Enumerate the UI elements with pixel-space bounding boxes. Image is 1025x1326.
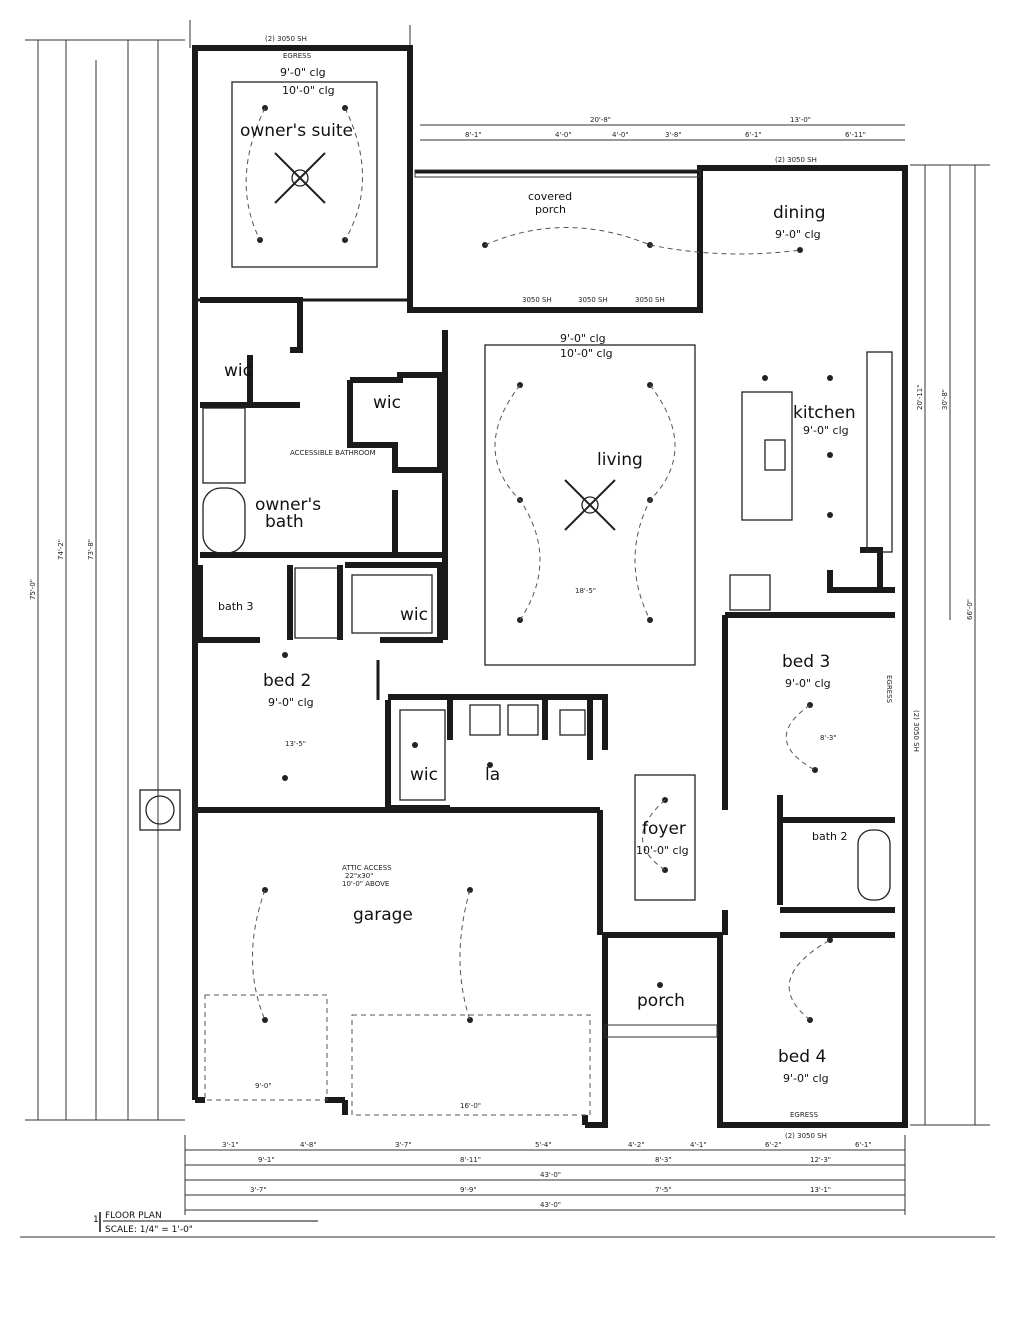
dim-left-total: 75'-0" bbox=[29, 579, 37, 600]
dim-bottom-r1-6: 4'-1" bbox=[690, 1141, 707, 1149]
dim-bottom-total: 43'-0" bbox=[540, 1171, 561, 1179]
dim-bottom-r2-2: 8'-11" bbox=[460, 1156, 481, 1164]
garage-attic-note-2: 22"x30" bbox=[345, 872, 373, 880]
room-labels: 9'-0" clg 10'-0" clg owner's suite cover… bbox=[218, 66, 856, 1085]
room-wic-2: wic bbox=[373, 393, 401, 413]
room-bed-2: bed 2 bbox=[263, 671, 311, 691]
dim-bottom-r1-5: 4'-2" bbox=[628, 1141, 645, 1149]
dim-bottom-r3-3: 7'-5" bbox=[655, 1186, 672, 1194]
egress-bed3: EGRESS bbox=[885, 675, 893, 704]
dim-left-inner: 74'-2" bbox=[57, 539, 65, 560]
dim-bottom-r1-2: 4'-8" bbox=[300, 1141, 317, 1149]
egress-bed4: EGRESS bbox=[790, 1111, 819, 1119]
dim-bed3-width: 8'-3" bbox=[820, 734, 837, 742]
dim-right-total: 66'-0" bbox=[966, 599, 974, 620]
room-owners-bath-1: owner's bbox=[255, 495, 321, 515]
window-porch-2: 3050 SH bbox=[578, 296, 608, 304]
window-porch-3: 3050 SH bbox=[635, 296, 665, 304]
dim-bottom-total2: 43'-0" bbox=[540, 1201, 561, 1209]
suite-clg-2: 10'-0" clg bbox=[282, 84, 335, 97]
dim-bottom-r1-1: 3'-1" bbox=[222, 1141, 239, 1149]
dim-bottom-r1-8: 6'-1" bbox=[855, 1141, 872, 1149]
window-bed3-side: (2) 3050 SH bbox=[912, 710, 920, 752]
dim-top-seg-5: 6'-1" bbox=[745, 131, 762, 139]
dim-living-width: 18'-5" bbox=[575, 587, 596, 595]
dim-right-upper: 30'-8" bbox=[941, 389, 949, 410]
dim-bottom-r2-4: 12'-3" bbox=[810, 1156, 831, 1164]
ceiling-fan-icon bbox=[274, 152, 326, 204]
dim-bottom-r2-3: 8'-3" bbox=[655, 1156, 672, 1164]
title-name: FLOOR PLAN bbox=[105, 1211, 162, 1221]
room-covered-porch-2: porch bbox=[535, 203, 566, 216]
interior-walls bbox=[195, 297, 895, 938]
title-scale: SCALE: 1/4" = 1'-0" bbox=[105, 1225, 193, 1235]
dim-top-seg-2: 4'-0" bbox=[555, 131, 572, 139]
title-number: 1 bbox=[93, 1215, 99, 1225]
window-labels: (2) 3050 SH EGRESS (2) 3050 SH 3050 SH 3… bbox=[265, 35, 920, 1140]
living-clg-1: 9'-0" clg bbox=[560, 332, 606, 345]
bed3-clg: 9'-0" clg bbox=[785, 677, 831, 690]
room-wic-1: wic bbox=[224, 361, 252, 381]
room-wic-3: wic bbox=[400, 605, 428, 625]
room-covered-porch-1: covered bbox=[528, 190, 572, 203]
garage-attic-note-1: ATTIC ACCESS bbox=[342, 864, 392, 872]
dim-bottom-r1-4: 5'-4" bbox=[535, 1141, 552, 1149]
dim-top-seg-3: 4'-0" bbox=[612, 131, 629, 139]
dim-garage-door-2: 16'-0" bbox=[460, 1102, 481, 1110]
room-bed-4: bed 4 bbox=[778, 1047, 826, 1067]
window-dining-top: (2) 3050 SH bbox=[775, 156, 817, 164]
dim-top-seg-1: 8'-1" bbox=[465, 131, 482, 139]
dim-bottom-r1-7: 6'-2" bbox=[765, 1141, 782, 1149]
dim-top-seg-6: 6'-11" bbox=[845, 131, 866, 139]
exterior-walls bbox=[192, 45, 908, 1128]
room-foyer: foyer bbox=[642, 819, 686, 839]
dim-top-total: 20'-8" bbox=[590, 116, 611, 124]
window-porch-1: 3050 SH bbox=[522, 296, 552, 304]
bed4-clg: 9'-0" clg bbox=[783, 1072, 829, 1085]
room-dining: dining bbox=[773, 203, 826, 223]
room-porch: porch bbox=[637, 991, 685, 1011]
room-living: living bbox=[597, 450, 643, 470]
window-suite-top: (2) 3050 SH bbox=[265, 35, 307, 43]
foyer-clg: 10'-0" clg bbox=[636, 844, 689, 857]
garage-attic-note-3: 10'-0" ABOVE bbox=[342, 880, 389, 888]
dim-bottom-r2-1: 9'-1" bbox=[258, 1156, 275, 1164]
dining-clg: 9'-0" clg bbox=[775, 228, 821, 241]
ceiling-fan-icon bbox=[564, 479, 616, 531]
dim-bottom-r3-4: 13'-1" bbox=[810, 1186, 831, 1194]
egress-suite: EGRESS bbox=[283, 52, 312, 60]
fixtures bbox=[139, 81, 893, 1116]
title-block: 1 FLOOR PLAN SCALE: 1/4" = 1'-0" bbox=[93, 1211, 318, 1235]
room-bed-3: bed 3 bbox=[782, 652, 830, 672]
kitchen-clg: 9'-0" clg bbox=[803, 424, 849, 437]
room-bath-3: bath 3 bbox=[218, 600, 254, 613]
bath-accessible-note: ACCESSIBLE BATHROOM bbox=[290, 449, 376, 457]
bed2-clg: 9'-0" clg bbox=[268, 696, 314, 709]
dim-right-upper2: 20'-11" bbox=[916, 385, 924, 410]
room-garage: garage bbox=[353, 905, 413, 925]
dim-top-right: 13'-0" bbox=[790, 116, 811, 124]
dim-bottom-r3-2: 9'-9" bbox=[460, 1186, 477, 1194]
living-clg-2: 10'-0" clg bbox=[560, 347, 613, 360]
dim-garage-door-1: 9'-0" bbox=[255, 1082, 272, 1090]
porch-hatch bbox=[414, 169, 718, 1038]
room-kitchen: kitchen bbox=[793, 403, 856, 423]
dim-bottom-r1-3: 3'-7" bbox=[395, 1141, 412, 1149]
dim-top-seg-4: 3'-8" bbox=[665, 131, 682, 139]
room-wic-4: wic bbox=[410, 765, 438, 785]
suite-clg-1: 9'-0" clg bbox=[280, 66, 326, 79]
dimension-labels: 20'-8" 13'-0" 8'-1" 4'-0" 4'-0" 3'-8" 6'… bbox=[29, 116, 974, 1209]
room-laundry: la bbox=[485, 765, 500, 785]
room-bath-2: bath 2 bbox=[812, 830, 848, 843]
dimension-lines bbox=[20, 20, 995, 1238]
window-bed4-bottom: (2) 3050 SH bbox=[785, 1132, 827, 1140]
dim-left-inner2: 73'-8" bbox=[87, 539, 95, 560]
dim-bottom-r3-1: 3'-7" bbox=[250, 1186, 267, 1194]
room-owners-bath-2: bath bbox=[265, 512, 304, 532]
dim-bed2-width: 13'-5" bbox=[285, 740, 306, 748]
room-owners-suite: owner's suite bbox=[240, 121, 353, 141]
